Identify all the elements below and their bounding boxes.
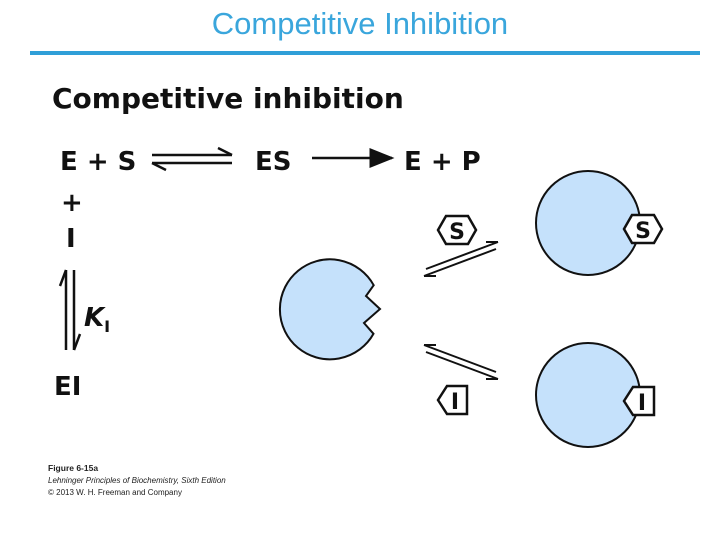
ei-complex-enzyme	[535, 342, 641, 448]
bound-substrate: S	[622, 213, 664, 245]
es-complex-enzyme	[535, 170, 641, 276]
inhibitor-label: I	[66, 224, 76, 254]
svg-text:S: S	[635, 219, 651, 244]
products-label: E + P	[404, 147, 481, 177]
equilibrium-arrows	[151, 146, 233, 172]
title-underline	[30, 51, 700, 55]
es-complex-label: ES	[255, 147, 292, 177]
figure-number: Figure 6-15a	[48, 463, 98, 473]
book-citation: Lehninger Principles of Biochemistry, Si…	[48, 476, 226, 485]
substrate-molecule: S	[436, 214, 478, 246]
copyright-line: © 2013 W. H. Freeman and Company	[48, 488, 182, 497]
ki-equilibrium-arrows	[58, 269, 82, 351]
inhibitor-binding-arrows	[423, 344, 499, 380]
plus-sign: +	[61, 188, 83, 218]
substrate-binding-arrows	[423, 241, 499, 277]
slide-title: Competitive Inhibition	[211, 6, 509, 41]
svg-text:I: I	[638, 391, 646, 416]
free-enzyme	[278, 258, 382, 361]
ei-complex-label: EI	[54, 372, 81, 402]
svg-text:S: S	[449, 220, 465, 245]
ki-constant-label: KI	[84, 303, 110, 336]
figure-heading: Competitive inhibition	[52, 82, 404, 115]
inhibitor-molecule: I	[436, 384, 469, 416]
reactants-label: E + S	[60, 147, 136, 177]
svg-text:I: I	[451, 390, 459, 415]
bound-inhibitor: I	[622, 385, 656, 417]
